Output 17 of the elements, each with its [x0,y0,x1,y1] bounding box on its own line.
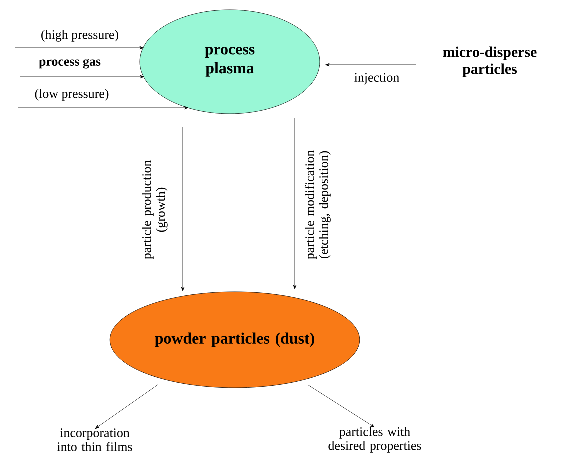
arrow [293,118,297,290]
arrow [95,384,158,430]
edge-label: particle modification (etching, deposition) [304,136,332,274]
arrow [308,384,375,428]
arrow [181,127,185,292]
outcome-label: incorporation into thin films [58,428,132,452]
edge-label: (low pressure) [34,88,110,102]
arrow [14,46,144,50]
edge-label: (high pressure) [40,29,120,43]
outcome-label: particles with desired properties [328,427,422,453]
source-label: micro-disperse particles [443,46,537,78]
arrow [20,75,144,79]
edge-label: injection [353,72,401,86]
edge-label: particle production (growth) [141,149,169,271]
arrow [326,63,417,67]
arrow [18,106,189,110]
edge-label: process gas [38,58,102,70]
